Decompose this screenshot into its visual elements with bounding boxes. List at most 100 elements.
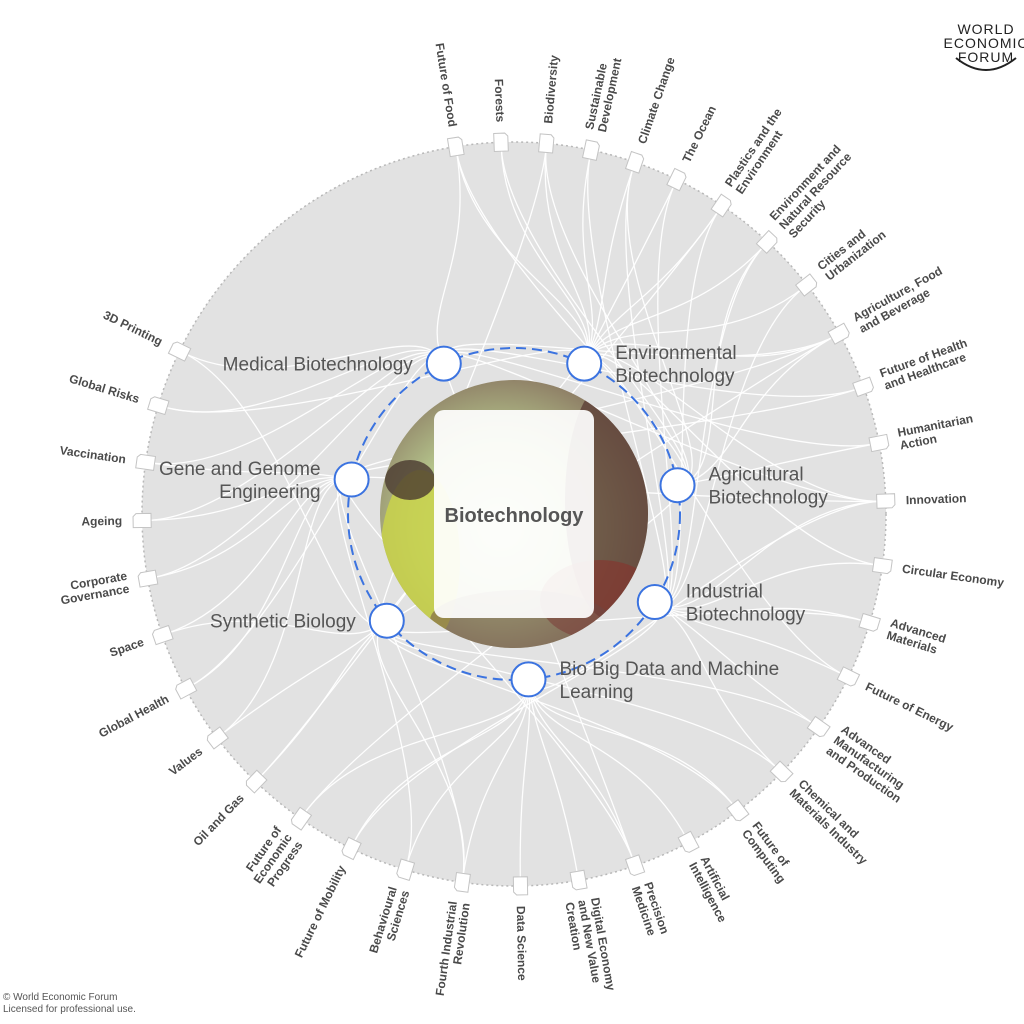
topic-label-future-of-energy[interactable]: Future of Energy: [863, 680, 956, 735]
topic-label-agriculture-food-and-beverage[interactable]: Agriculture, Foodand Beverage: [850, 264, 951, 336]
topic-label-space[interactable]: Space: [108, 635, 146, 660]
topic-label-the-ocean[interactable]: The Ocean: [680, 103, 719, 164]
topic-handle[interactable]: [494, 133, 509, 151]
topic-handle-shape: [869, 434, 889, 451]
subtopic-label-line: Medical Biotechnology: [223, 355, 414, 376]
footer-copyright: © World Economic Forum: [3, 992, 136, 1004]
topic-label-3d-printing[interactable]: 3D Printing: [101, 308, 165, 349]
topic-handle-shape: [583, 140, 600, 161]
topic-label-environment-and-natural-resource-security[interactable]: Environment andNatural ResourceSecurity: [767, 141, 864, 241]
topic-handle[interactable]: [539, 134, 555, 153]
topic-label-line: Future of Energy: [863, 680, 956, 735]
topic-label-line: Global Risks: [68, 371, 142, 406]
topic-label-line: Future of Mobility: [292, 863, 349, 960]
topic-label-data-science[interactable]: Data Science: [514, 906, 529, 981]
subtopic-label-line: Biotechnology: [615, 366, 735, 387]
topic-label-line: Innovation: [906, 491, 967, 507]
topic-label-values[interactable]: Values: [166, 744, 205, 778]
subtopic-label-line: Biotechnology: [709, 488, 829, 509]
topic-label-digital-economy-and-new-value-creation[interactable]: Digital Economyand New ValueCreation: [562, 897, 618, 997]
topic-label-chemical-and-materials-industry[interactable]: Chemical andMaterials Industry: [787, 777, 880, 868]
topic-handle[interactable]: [877, 494, 895, 509]
topic-handle-shape: [494, 133, 509, 151]
topic-label-line: Biodiversity: [541, 54, 561, 124]
topic-handle-shape: [133, 513, 151, 527]
topic-handle-shape: [138, 570, 158, 587]
subtopic-label-line: Bio Big Data and Machine: [560, 659, 780, 680]
topic-label-ageing[interactable]: Ageing: [81, 514, 122, 529]
subtopic-node-circle: [567, 347, 601, 381]
topic-label-artificial-intelligence[interactable]: ArtificialIntelligence: [686, 854, 741, 925]
topic-label-oil-and-gas[interactable]: Oil and Gas: [190, 791, 247, 849]
topic-label-biodiversity[interactable]: Biodiversity: [541, 54, 561, 124]
topic-label-line: 3D Printing: [101, 308, 165, 349]
topic-label-fourth-industrial-revolution[interactable]: Fourth IndustrialRevolution: [433, 900, 473, 998]
subtopic-label-line: Synthetic Biology: [210, 612, 356, 633]
topic-handle-shape: [136, 454, 156, 470]
logo-line-3: FORUM: [958, 49, 1014, 65]
subtopic-label-line: Gene and Genome: [159, 459, 321, 480]
topic-label-future-of-food[interactable]: Future of Food: [433, 42, 460, 128]
topic-label-line: Circular Economy: [901, 562, 1005, 590]
topic-handle[interactable]: [570, 870, 587, 890]
topic-label-precision-medicine[interactable]: PrecisionMedicine: [629, 880, 672, 940]
topic-label-forests[interactable]: Forests: [492, 79, 508, 123]
topic-label-line: Space: [108, 635, 146, 660]
topic-handle[interactable]: [873, 558, 893, 574]
subtopic-label-line: Industrial: [686, 582, 763, 603]
topic-label-cities-and-urbanization[interactable]: Cities andUrbanization: [815, 217, 889, 283]
topic-label-line: Data Science: [514, 906, 529, 981]
topic-label-sustainable-development[interactable]: SustainableDevelopment: [582, 54, 624, 133]
topic-handle-shape: [447, 137, 464, 157]
topic-handle[interactable]: [138, 570, 158, 587]
topic-handle-shape: [539, 134, 555, 153]
center-title: Biotechnology: [445, 505, 585, 527]
topic-label-line: Future of Food: [433, 42, 460, 128]
topic-label-future-of-computing[interactable]: Future ofComputing: [739, 819, 799, 886]
topic-label-climate-change[interactable]: Climate Change: [635, 55, 678, 146]
topic-handle-shape: [877, 494, 895, 509]
topic-label-line: Values: [166, 744, 205, 778]
subtopic-label-line: Learning: [560, 682, 634, 703]
topic-label-humanitarian-action[interactable]: HumanitarianAction: [896, 411, 976, 452]
topic-handle[interactable]: [869, 434, 889, 451]
subtopic-label: Medical Biotechnology: [223, 355, 414, 376]
topic-handle[interactable]: [454, 873, 470, 893]
topic-label-future-of-economic-progress[interactable]: Future ofEconomicProgress: [240, 823, 306, 894]
topic-handle[interactable]: [583, 140, 600, 161]
topic-label-advanced-materials[interactable]: AdvancedMaterials: [885, 616, 948, 659]
subtopic-label: Synthetic Biology: [210, 612, 356, 633]
topic-handle[interactable]: [136, 454, 156, 470]
subtopic-node-circle: [512, 662, 546, 696]
subtopic-node-circle: [335, 463, 369, 497]
topic-label-plastics-and-the-environment[interactable]: Plastics and theEnvironment: [722, 105, 796, 196]
topic-label-future-of-health-and-healthcare[interactable]: Future of Healthand Healthcare: [878, 336, 974, 393]
subtopic-label-line: Engineering: [219, 482, 320, 503]
subtopic-node-circle: [638, 585, 672, 619]
topic-label-global-health[interactable]: Global Health: [96, 692, 171, 741]
topic-label-behavioural-sciences[interactable]: BehaviouralSciences: [366, 885, 412, 959]
wef-logo: WORLD ECONOMIC FORUM: [944, 21, 1024, 70]
topic-handle-shape: [513, 877, 527, 895]
topic-label-corporate-governance[interactable]: CorporateGovernance: [57, 569, 130, 608]
topic-label-advanced-manufacturing-and-production[interactable]: AdvancedManufacturingand Production: [824, 722, 919, 805]
subtopic-node-circle: [370, 604, 404, 638]
topic-label-line: Global Health: [96, 692, 171, 741]
topic-handle-shape: [873, 558, 893, 574]
subtopic-node-circle: [427, 347, 461, 381]
topic-handle[interactable]: [513, 877, 527, 895]
topic-label-global-risks[interactable]: Global Risks: [68, 371, 142, 406]
topic-label-future-of-mobility[interactable]: Future of Mobility: [292, 863, 349, 960]
footer-license: Licensed for professional use.: [3, 1004, 136, 1016]
topic-handle-shape: [454, 873, 470, 893]
topic-label-vaccination[interactable]: Vaccination: [59, 443, 127, 466]
subtopic-label-line: Agricultural: [709, 465, 804, 486]
topic-handle[interactable]: [133, 513, 151, 527]
topic-label-line: Vaccination: [59, 443, 127, 466]
topic-label-innovation[interactable]: Innovation: [906, 491, 967, 507]
topic-label-circular-economy[interactable]: Circular Economy: [901, 562, 1005, 590]
topic-label-line: Forests: [492, 79, 508, 123]
topic-handle[interactable]: [447, 137, 464, 157]
footer: © World Economic Forum Licensed for prof…: [3, 992, 136, 1016]
